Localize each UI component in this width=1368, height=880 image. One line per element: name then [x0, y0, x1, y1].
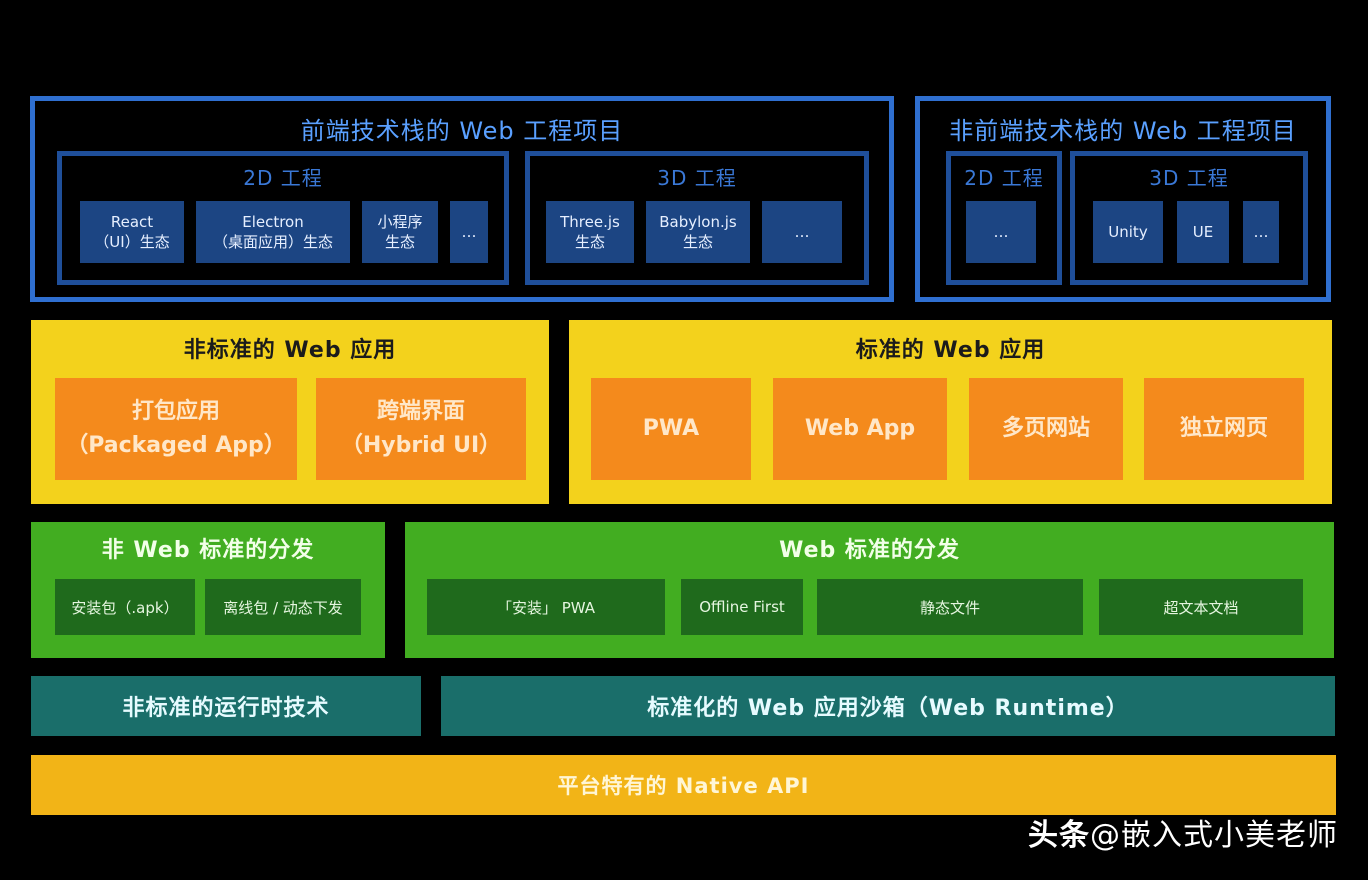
non-front-3d-group: 3D 工程 Unity UE … — [1070, 151, 1308, 285]
front-project-box: 前端技术栈的 Web 工程项目 2D 工程 React （UI）生态 Elect… — [30, 96, 894, 302]
watermark-brand: 头条 — [1028, 818, 1090, 853]
chip-ue: UE — [1177, 201, 1229, 263]
hybrid-ui-box: 跨端界面 （Hybrid UI） — [316, 378, 526, 480]
chip-more: … — [450, 201, 488, 263]
watermark: 头条@嵌入式小美老师 — [1028, 810, 1338, 854]
std-dist-title: Web 标准的分发 — [779, 538, 960, 563]
static-files-box: 静态文件 — [817, 579, 1083, 635]
native-api-bar: 平台特有的 Native API — [31, 755, 1336, 815]
nonstd-dist-panel: 非 Web 标准的分发 安装包（.apk） 离线包 / 动态下发 — [31, 522, 385, 658]
non-front-2d-group: 2D 工程 … — [946, 151, 1062, 285]
std-dist-panel: Web 标准的分发 「安装」 PWA Offline First 静态文件 超文… — [405, 522, 1334, 658]
chip-react: React （UI）生态 — [80, 201, 184, 263]
offline-first-box: Offline First — [681, 579, 803, 635]
offline-package-box: 离线包 / 动态下发 — [205, 579, 361, 635]
front-3d-group: 3D 工程 Three.js 生态 Babylon.js 生态 … — [525, 151, 869, 285]
front-2d-title: 2D 工程 — [243, 166, 323, 190]
chip-babylonjs: Babylon.js 生态 — [646, 201, 750, 263]
chip-more: … — [762, 201, 842, 263]
install-pwa-box: 「安装」 PWA — [427, 579, 665, 635]
front-2d-group: 2D 工程 React （UI）生态 Electron （桌面应用）生态 小程序… — [57, 151, 509, 285]
apk-box: 安装包（.apk） — [55, 579, 195, 635]
chip-more: … — [966, 201, 1036, 263]
std-app-panel: 标准的 Web 应用 PWA Web App 多页网站 独立网页 — [569, 320, 1332, 504]
nonstd-runtime-bar: 非标准的运行时技术 — [31, 676, 421, 736]
front-project-title: 前端技术栈的 Web 工程项目 — [300, 117, 624, 145]
non-front-project-title: 非前端技术栈的 Web 工程项目 — [949, 117, 1297, 145]
nonstd-dist-title: 非 Web 标准的分发 — [101, 538, 315, 563]
pwa-box: PWA — [591, 378, 751, 480]
chip-unity: Unity — [1093, 201, 1163, 263]
chip-miniprogram: 小程序 生态 — [362, 201, 438, 263]
chip-electron: Electron （桌面应用）生态 — [196, 201, 350, 263]
non-front-3d-title: 3D 工程 — [1149, 166, 1229, 190]
non-front-project-box: 非前端技术栈的 Web 工程项目 2D 工程 … 3D 工程 Unity UE … — [915, 96, 1331, 302]
non-front-2d-title: 2D 工程 — [964, 166, 1044, 190]
nonstd-app-panel: 非标准的 Web 应用 打包应用 （Packaged App） 跨端界面 （Hy… — [31, 320, 549, 504]
std-app-title: 标准的 Web 应用 — [855, 338, 1046, 363]
front-3d-title: 3D 工程 — [657, 166, 737, 190]
chip-threejs: Three.js 生态 — [546, 201, 634, 263]
web-app-box: Web App — [773, 378, 947, 480]
chip-more: … — [1243, 201, 1279, 263]
web-runtime-bar: 标准化的 Web 应用沙箱（Web Runtime） — [441, 676, 1335, 736]
standalone-page-box: 独立网页 — [1144, 378, 1304, 480]
multipage-site-box: 多页网站 — [969, 378, 1123, 480]
nonstd-app-title: 非标准的 Web 应用 — [183, 338, 397, 363]
watermark-handle: @嵌入式小美老师 — [1090, 818, 1338, 853]
hypertext-doc-box: 超文本文档 — [1099, 579, 1303, 635]
packaged-app-box: 打包应用 （Packaged App） — [55, 378, 297, 480]
